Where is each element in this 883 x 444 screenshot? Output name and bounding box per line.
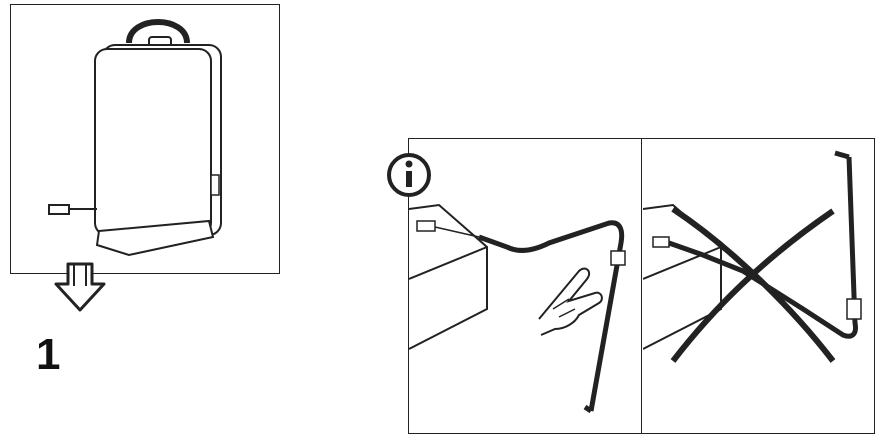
hand	[538, 267, 603, 336]
device-body	[94, 48, 212, 236]
incorrect-hook-illustration	[643, 150, 862, 363]
down-arrow-icon	[54, 262, 106, 312]
hook	[478, 220, 625, 412]
step-number: 1	[36, 330, 61, 379]
clip	[610, 250, 626, 266]
info-icon	[387, 153, 431, 197]
hook	[668, 156, 858, 339]
correct-hook-panel	[409, 139, 642, 433]
device-illustration	[48, 19, 222, 257]
plug	[48, 204, 70, 215]
correct-hook-illustration	[409, 203, 626, 414]
side-switch	[210, 174, 220, 196]
handle	[126, 19, 190, 44]
assembly-panel-device	[10, 4, 280, 274]
cross-out-icon	[671, 206, 836, 363]
assembly-panel-hook	[408, 138, 875, 434]
incorrect-hook-panel	[643, 139, 874, 433]
